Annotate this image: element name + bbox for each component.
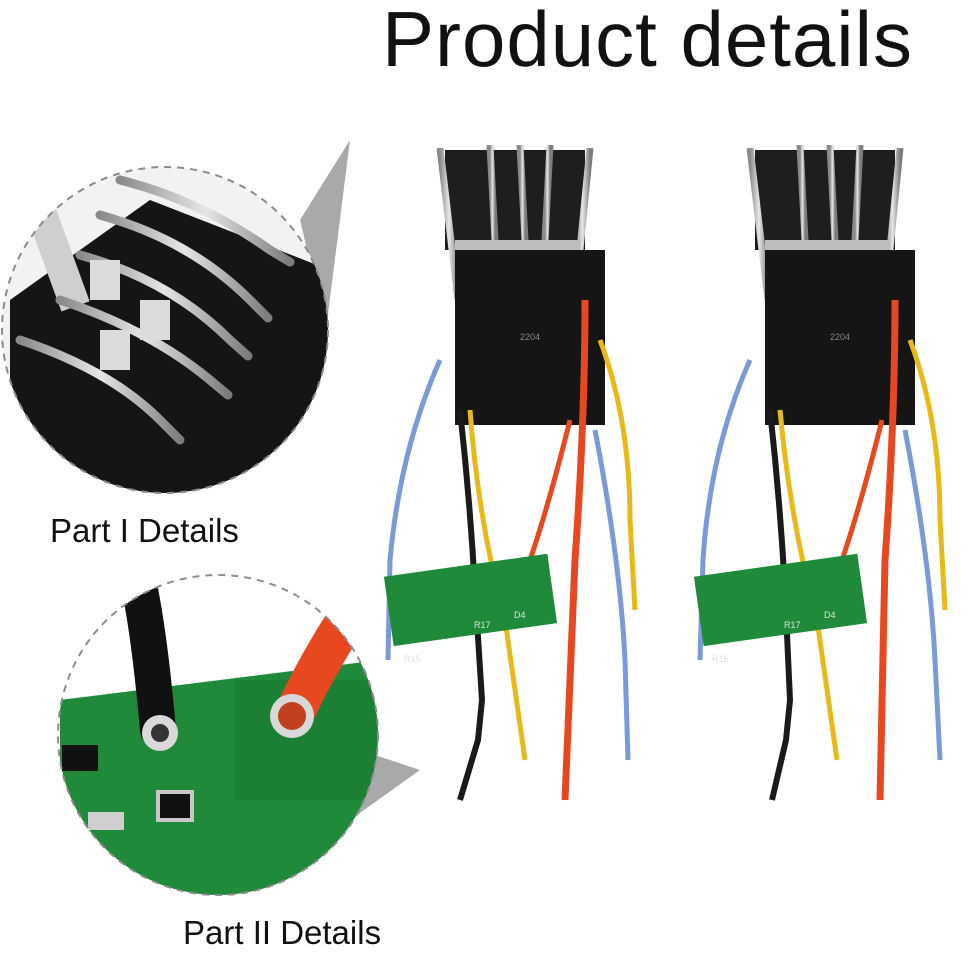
board-marking-2204: 2204 (520, 332, 540, 342)
part-1-caption: Part I Details (50, 512, 239, 549)
svg-text:R17: R17 (784, 620, 801, 630)
part-2-caption: Part II Details (183, 914, 382, 951)
svg-text:D4: D4 (824, 610, 836, 620)
module-2: 2204 R15 R17 D4 (693, 144, 948, 801)
svg-text:D4: D4 (514, 610, 526, 620)
svg-text:R15: R15 (712, 654, 729, 664)
zoom-circle-border-2 (57, 574, 379, 896)
zoom-circle-part-2 (58, 575, 378, 895)
zoom-circle-part-1 (2, 167, 328, 493)
zoom-circle-border-1 (1, 166, 329, 494)
page-title: Product details (382, 0, 913, 83)
svg-text:R15: R15 (404, 654, 421, 664)
svg-text:R17: R17 (474, 620, 491, 630)
svg-text:2204: 2204 (830, 332, 850, 342)
zoom-pointer-1 (300, 140, 350, 330)
module-1: 2204 R15 R17 D4 (383, 144, 638, 801)
